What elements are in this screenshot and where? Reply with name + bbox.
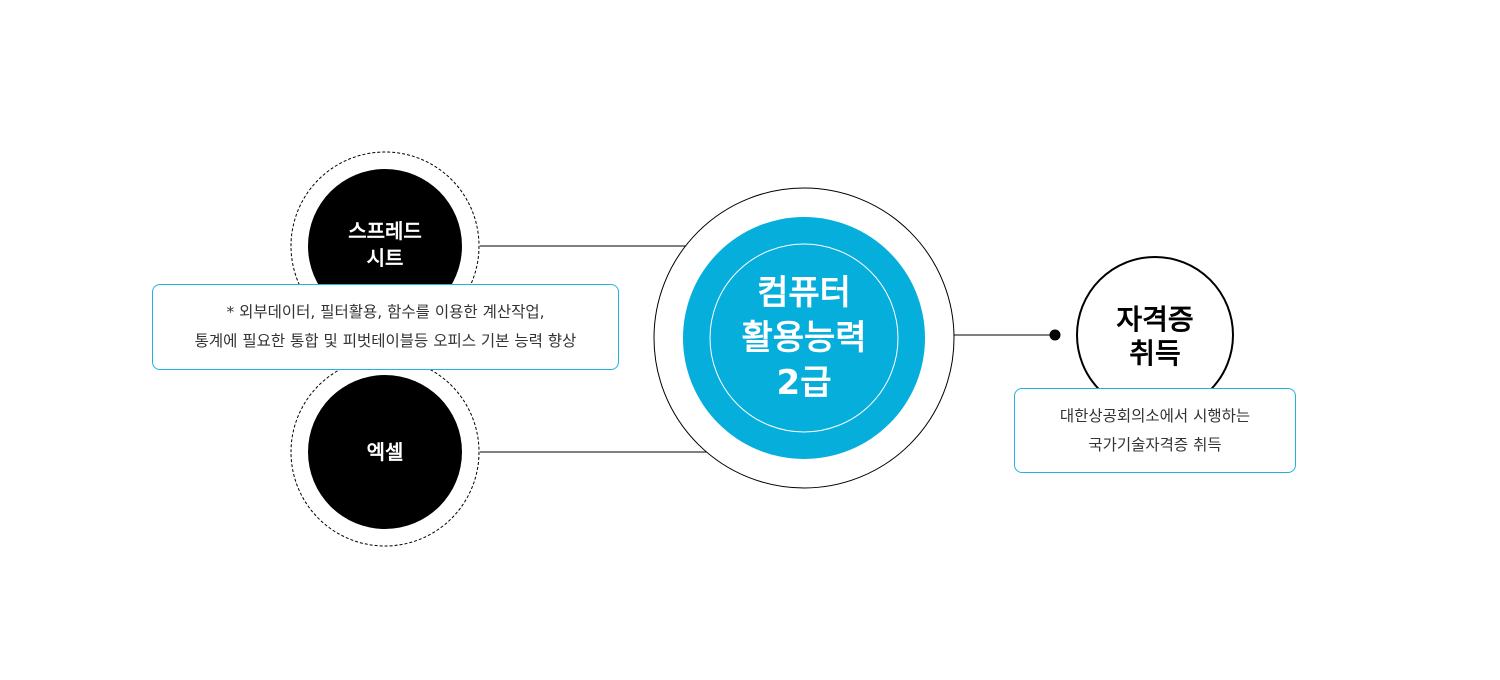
excel-node (308, 375, 462, 529)
spreadsheet-label-line1: 스프레드 (348, 219, 422, 243)
center-inner-ring (709, 243, 899, 433)
spreadsheet-description-box: * 외부데이터, 필터활용, 함수를 이용한 계산작업, 통계에 필요한 통합 및… (152, 284, 619, 370)
center-node (683, 217, 925, 459)
description-left-line2: 통계에 필요한 통합 및 피벗테이블등 오피스 기본 능력 향상 (194, 332, 577, 350)
certificate-label-line2: 취득 (1129, 337, 1181, 370)
connector-dot (1049, 329, 1061, 341)
center-label-line3: 2급 (776, 362, 832, 403)
description-left-line1: * 외부데이터, 필터활용, 함수를 이용한 계산작업, (226, 303, 545, 321)
certificate-label-line1: 자격증 (1116, 303, 1194, 336)
center-label-line2: 활용능력 (741, 317, 867, 358)
description-right-line1: 대한상공회의소에서 시행하는 (1059, 406, 1251, 425)
spreadsheet-label-line2: 시트 (366, 246, 404, 270)
description-right-line2: 국가기술자격증 취득 (1088, 435, 1222, 454)
center-label-line1: 컴퓨터 (757, 272, 851, 313)
excel-label: 엑셀 (366, 439, 404, 464)
